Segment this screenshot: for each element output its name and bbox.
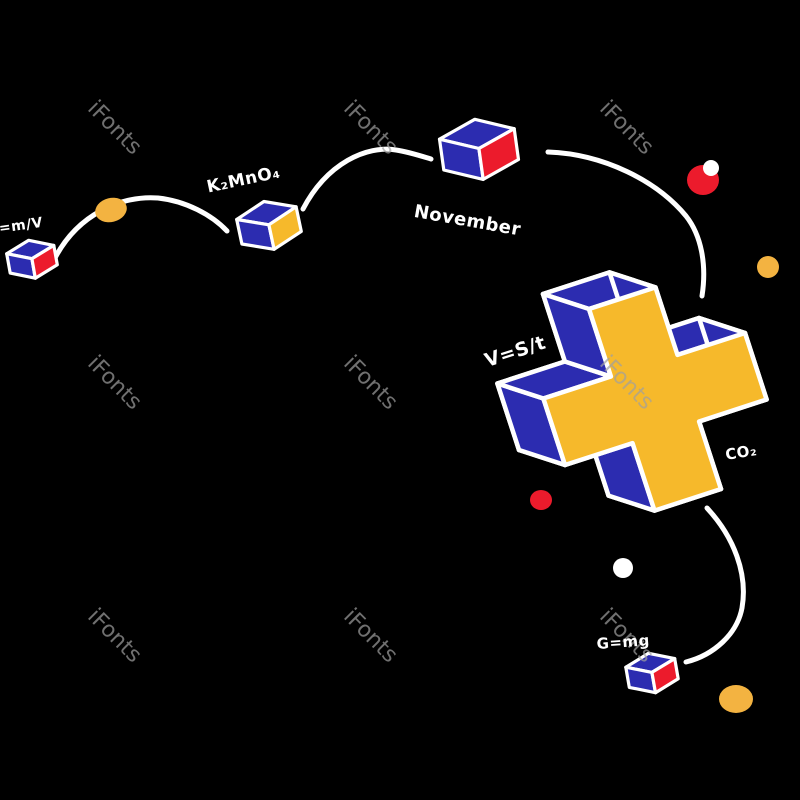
plus-front-face [541, 285, 769, 513]
cube-permanganate-right-face [267, 205, 303, 251]
arc-november-to-plus [545, 149, 707, 299]
dot-yellow-bottom [719, 685, 753, 713]
dot-white-highlight [703, 160, 719, 176]
cube-gravity-left-face [624, 665, 658, 695]
cube-density-right-face [30, 243, 59, 280]
dot-yellow-top-left [95, 197, 127, 223]
cube-gravity-right-face [650, 656, 680, 695]
dot-white-bottom [613, 558, 633, 578]
arc-density-to-permanganate [52, 195, 230, 261]
cube-november-right-face [477, 127, 521, 181]
arc-permanganate-to-november [300, 146, 434, 212]
dot-red-center [530, 490, 552, 510]
arc-plus-to-gravity [683, 505, 746, 665]
dot-yellow-right [757, 256, 779, 278]
